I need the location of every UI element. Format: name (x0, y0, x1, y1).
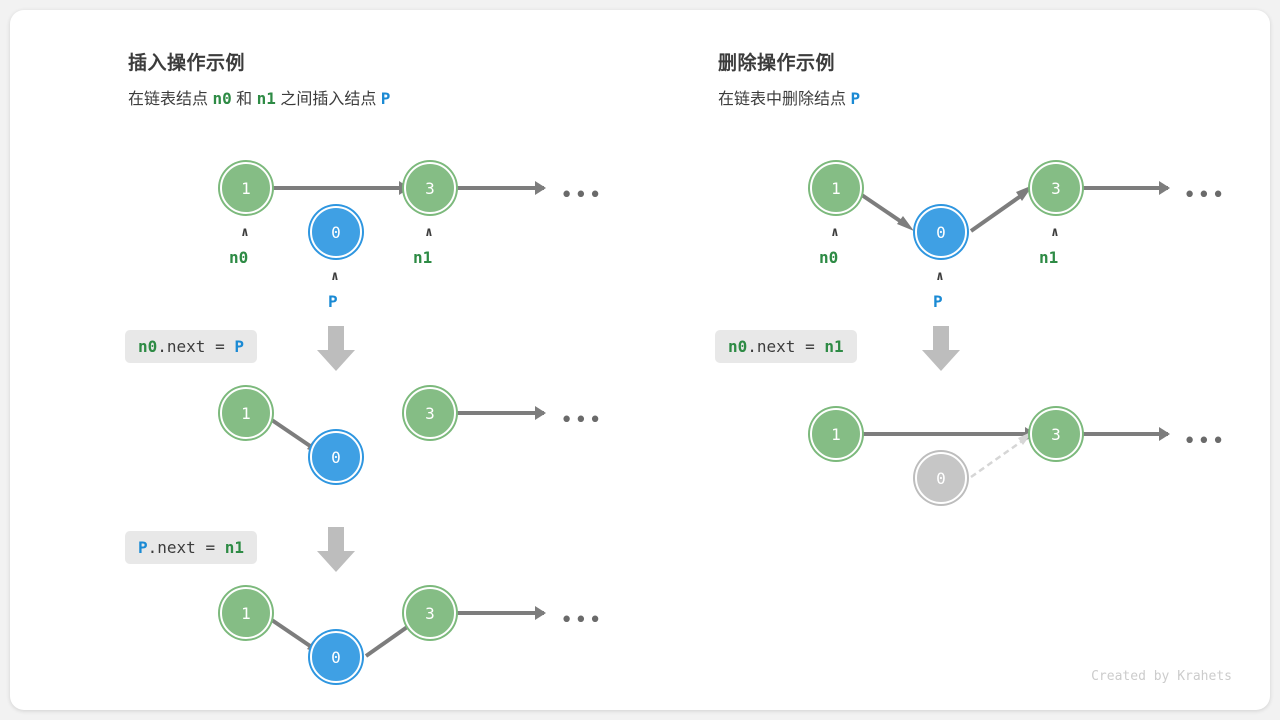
code-chip-insert-step2: P.next = n1 (125, 531, 257, 564)
ellipsis-tail-step1: ••• (560, 408, 603, 433)
node-n1-step2: 3 (404, 587, 456, 639)
code-token-p: P (234, 337, 244, 356)
ellipsis-tail-step2: ••• (560, 608, 603, 633)
panel-delete: 删除操作示例 在链表中删除结点 P 1 0 3 ••• ∧ n0 ∧ n1 ∧ (640, 10, 1270, 710)
caret-icon-n1: ∧ (425, 225, 433, 240)
subtitle-delete-text-0: 在链表中删除结点 (718, 91, 851, 108)
node-n0-step2: 1 (220, 587, 272, 639)
caret-icon-n0: ∧ (241, 225, 249, 240)
node-n1-result: 3 (1030, 408, 1082, 460)
node-n1: 3 (404, 162, 456, 214)
node-n1-del: 3 (1030, 162, 1082, 214)
subtitle-text-2: 之间插入结点 (275, 91, 381, 108)
ellipsis-tail-result: ••• (1183, 429, 1226, 454)
subtitle-token-p: P (380, 89, 391, 108)
caret-icon-n1-del: ∧ (1051, 225, 1059, 240)
code-token-next2: .next = (147, 538, 225, 557)
code-token-n0: n0 (138, 337, 158, 356)
pointer-label-n1: n1 (413, 248, 433, 267)
code-token-next-del: .next = (747, 337, 825, 356)
subtitle-token-n0: n0 (212, 89, 232, 108)
arrow-dashed-deleted-to-n1 (970, 431, 1033, 479)
code-token-p2: P (138, 538, 148, 557)
arrow-n1-to-rest-del (1080, 181, 1170, 195)
down-arrow-icon-1 (317, 326, 355, 371)
diagram-card: 插入操作示例 在链表结点 n0 和 n1 之间插入结点 P 1 3 ••• 0 … (10, 10, 1270, 710)
panel-subtitle-insert: 在链表结点 n0 和 n1 之间插入结点 P (128, 85, 390, 109)
panel-title-delete: 删除操作示例 (718, 53, 836, 74)
subtitle-token-n1: n1 (256, 89, 276, 108)
code-token-n1-del: n1 (824, 337, 844, 356)
code-token-next: .next = (157, 337, 235, 356)
panel-subtitle-delete: 在链表中删除结点 P (718, 85, 860, 109)
caret-icon-p-del: ∧ (936, 269, 944, 284)
down-arrow-icon-2 (317, 527, 355, 572)
node-n1-step1: 3 (404, 387, 456, 439)
credit-text: Created by Krahets (1091, 669, 1232, 684)
panel-insert: 插入操作示例 在链表结点 n0 和 n1 之间插入结点 P 1 3 ••• 0 … (10, 10, 640, 710)
node-p: 0 (310, 206, 362, 258)
subtitle-text-1: 和 (231, 91, 257, 108)
code-chip-delete-step1: n0.next = n1 (715, 330, 857, 363)
caret-icon-p: ∧ (331, 269, 339, 284)
node-p-step2: 0 (310, 631, 362, 683)
pointer-label-p: P (328, 292, 338, 311)
ellipsis-tail: ••• (560, 183, 603, 208)
arrow-n1-to-rest-step1 (454, 406, 546, 420)
node-p-del: 0 (915, 206, 967, 258)
ellipsis-tail-del: ••• (1183, 183, 1226, 208)
arrow-n1-to-rest-step2 (454, 606, 546, 620)
caret-icon-n0-del: ∧ (831, 225, 839, 240)
node-p-deleted: 0 (915, 452, 967, 504)
pointer-label-n1-del: n1 (1039, 248, 1059, 267)
arrow-p-to-n1-del (969, 185, 1033, 233)
arrow-n1-to-rest-result (1080, 427, 1170, 441)
pointer-label-n0: n0 (229, 248, 249, 267)
code-token-n1b: n1 (224, 538, 244, 557)
code-token-n0-del: n0 (728, 337, 748, 356)
pointer-label-n0-del: n0 (819, 248, 839, 267)
node-n0-step1: 1 (220, 387, 272, 439)
down-arrow-icon-3 (922, 326, 960, 371)
panel-title-insert: 插入操作示例 (128, 53, 246, 74)
subtitle-delete-token-p: P (850, 89, 861, 108)
node-n0: 1 (220, 162, 272, 214)
pointer-label-p-del: P (933, 292, 943, 311)
code-chip-insert-step1: n0.next = P (125, 330, 257, 363)
arrow-n0-to-n1 (268, 181, 410, 195)
arrow-n1-to-rest (454, 181, 546, 195)
node-n0-result: 1 (810, 408, 862, 460)
subtitle-text-0: 在链表结点 (128, 91, 213, 108)
node-n0-del: 1 (810, 162, 862, 214)
node-p-step1: 0 (310, 431, 362, 483)
